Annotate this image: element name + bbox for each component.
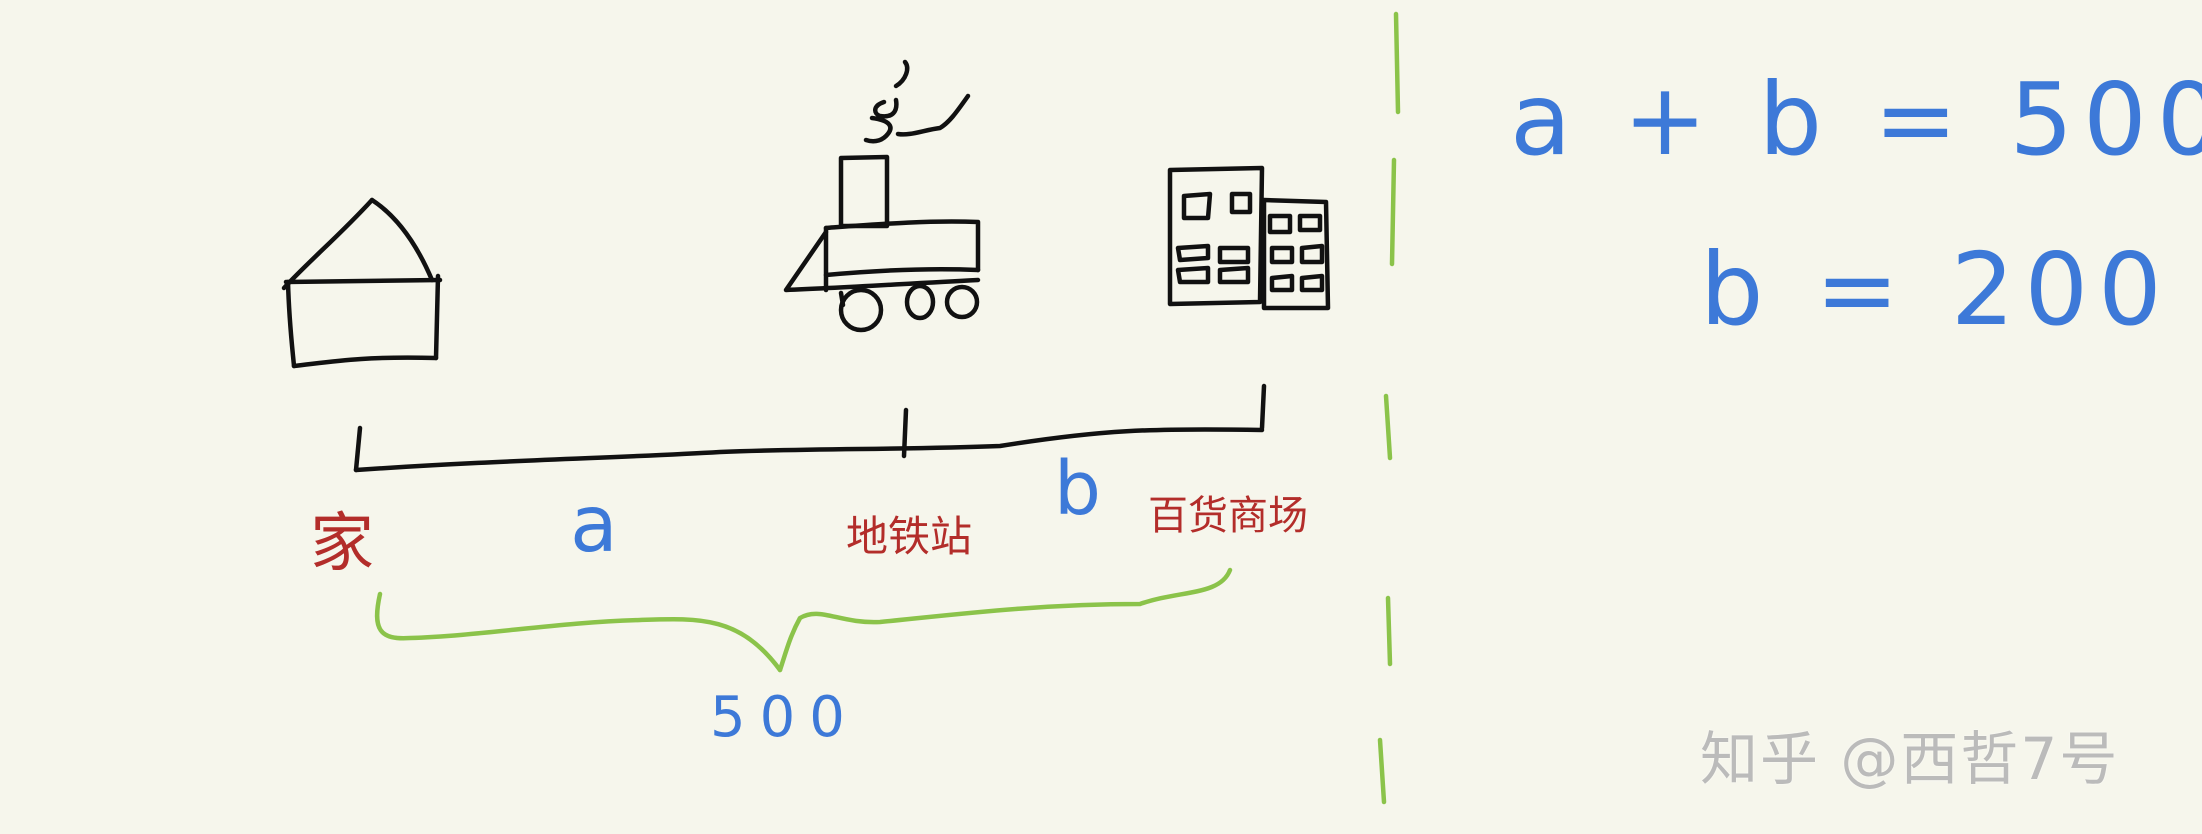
equation-sum: a + b = 500 bbox=[1510, 61, 2202, 178]
segment-a-label: a bbox=[570, 480, 618, 570]
train-icon bbox=[783, 59, 981, 333]
distance-number-line bbox=[353, 383, 1267, 473]
subway-station-label: 地铁站 bbox=[846, 512, 973, 561]
equation-b: b = 200 bbox=[1700, 231, 2172, 348]
building-icon bbox=[1167, 165, 1331, 311]
divider-dashed-line bbox=[1377, 11, 1401, 805]
total-distance-label: 500 bbox=[710, 685, 859, 750]
house-icon bbox=[281, 197, 443, 369]
home-label: 家 bbox=[310, 507, 374, 581]
department-store-label: 百货商场 bbox=[1148, 493, 1308, 539]
watermark: 知乎 @西哲7号 bbox=[1700, 725, 2120, 793]
total-distance-brace bbox=[374, 567, 1233, 673]
segment-b-label: b bbox=[1054, 446, 1101, 532]
